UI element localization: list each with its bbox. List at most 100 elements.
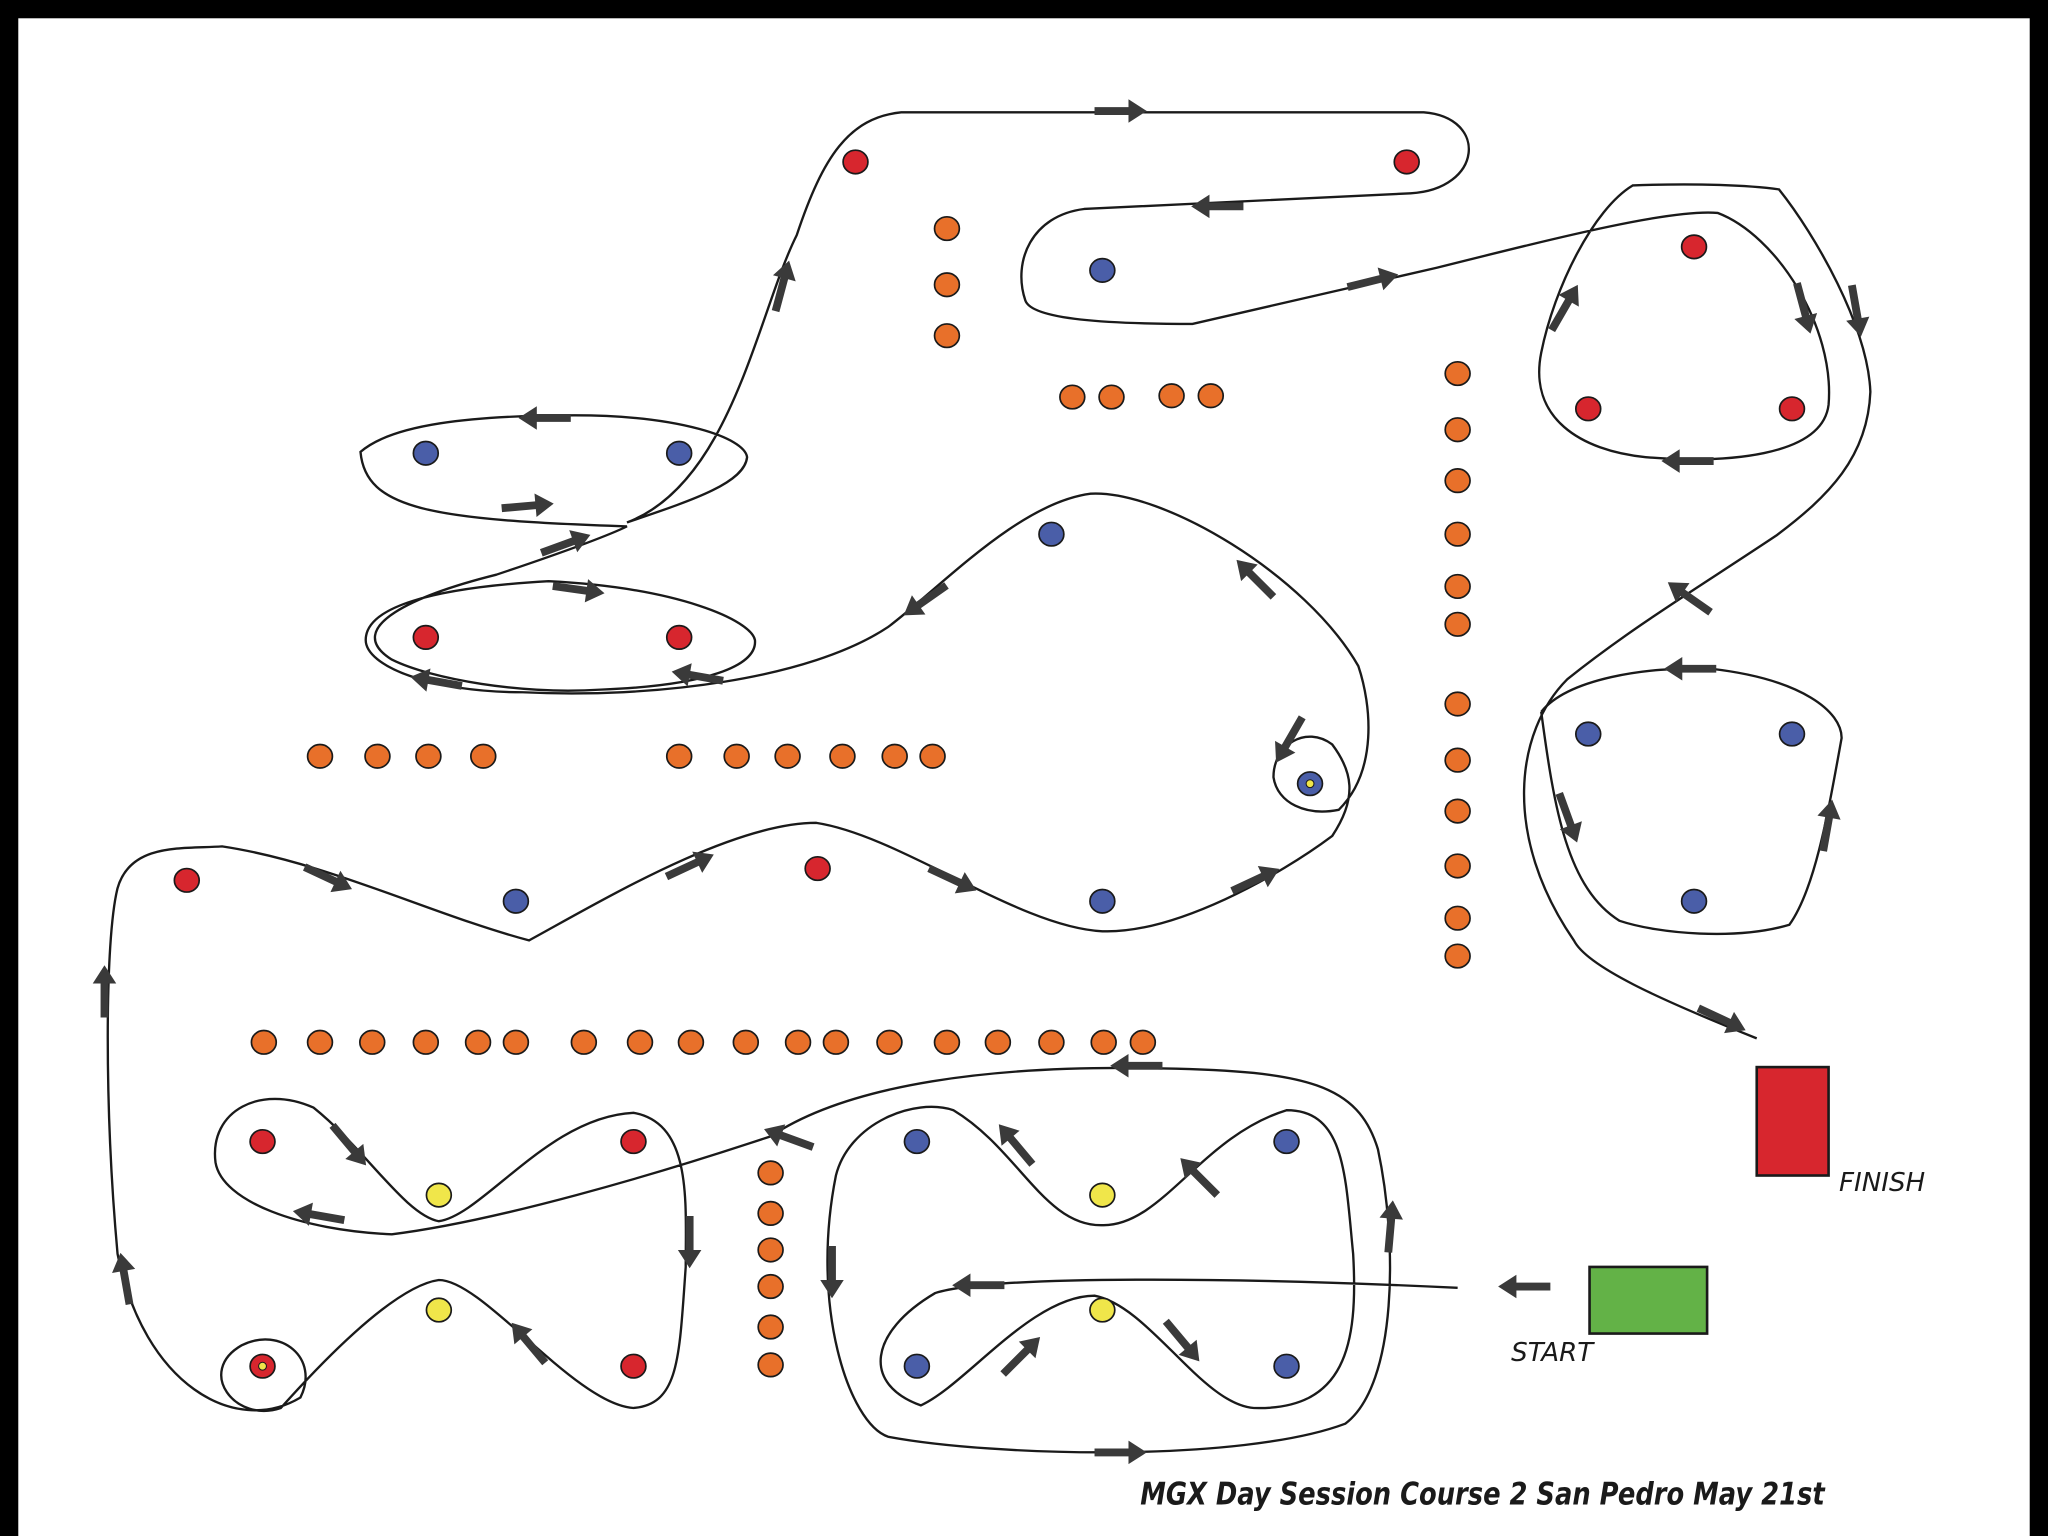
orange-cone	[757, 1314, 784, 1340]
red-cone	[173, 867, 201, 893]
orange-cone	[919, 743, 946, 769]
cones	[173, 149, 1806, 1379]
orange-cone	[415, 743, 442, 769]
orange-cone	[757, 1160, 784, 1186]
orange-cone	[1158, 383, 1185, 409]
orange-cone	[306, 743, 334, 769]
direction-arrow-icon	[518, 406, 571, 430]
blue-cone	[1038, 521, 1065, 547]
red-cone	[249, 1128, 276, 1155]
orange-cone	[470, 743, 497, 769]
blue-cone	[1089, 257, 1116, 283]
course-title: MGX Day Session Course 2 San Pedro May 2…	[1140, 1477, 1825, 1513]
blue-cone	[1778, 721, 1806, 747]
finish-box	[1755, 1065, 1830, 1177]
direction-arrow-icon	[998, 1124, 1036, 1167]
red-cone	[665, 624, 693, 650]
course-path-main	[106, 111, 1872, 1454]
map-canvas	[18, 18, 2030, 1536]
orange-cone	[881, 743, 908, 769]
orange-cone	[626, 1029, 654, 1055]
direction-arrow-icon	[410, 668, 463, 692]
direction-arrow-icon	[1110, 1054, 1163, 1078]
center-marker-icon	[1305, 779, 1315, 789]
blue-cone	[502, 888, 530, 914]
direction-arrow-icon	[1236, 559, 1277, 600]
orange-cone	[412, 1029, 440, 1055]
yellow-cone	[1089, 1297, 1116, 1323]
orange-cone	[757, 1273, 784, 1300]
orange-cone	[358, 1029, 386, 1055]
direction-arrow-icon	[771, 260, 796, 313]
red-cone	[1680, 234, 1708, 260]
orange-cone	[570, 1029, 598, 1055]
direction-arrow-icon	[1191, 194, 1244, 219]
orange-cone	[1444, 417, 1471, 443]
orange-cone	[1090, 1029, 1117, 1055]
orange-cone	[306, 1029, 334, 1055]
orange-cone	[1444, 468, 1471, 494]
direction-arrow-icon	[1379, 1200, 1403, 1253]
blue-cone	[1680, 888, 1708, 914]
direction-arrow-icon	[1817, 799, 1841, 852]
orange-cone	[822, 1029, 850, 1055]
orange-cone	[933, 215, 961, 242]
orange-cone	[757, 1237, 784, 1263]
direction-arrows	[92, 99, 1870, 1465]
orange-cone	[933, 323, 961, 349]
orange-cone	[1444, 360, 1471, 387]
orange-cone	[984, 1029, 1012, 1055]
orange-cone	[1444, 943, 1471, 969]
orange-cone	[1444, 691, 1471, 717]
direction-arrow-icon	[671, 663, 724, 687]
blue-cone	[1273, 1353, 1300, 1379]
red-cone	[620, 1353, 647, 1379]
direction-arrow-icon	[1664, 656, 1717, 681]
start-label: START	[1511, 1338, 1595, 1368]
orange-cone	[1444, 798, 1471, 824]
direction-arrow-icon	[511, 1322, 549, 1366]
direction-arrow-icon	[1230, 865, 1280, 895]
direction-arrow-icon	[1696, 1004, 1746, 1034]
orange-cone	[1098, 384, 1125, 410]
blue-cone	[903, 1353, 931, 1379]
orange-cone	[1038, 1029, 1065, 1055]
red-cone	[1574, 396, 1602, 422]
red-cone	[842, 149, 869, 175]
direction-arrow-icon	[952, 1273, 1005, 1297]
direction-arrow-icon	[1846, 284, 1870, 337]
orange-cone	[774, 743, 801, 769]
direction-arrow-icon	[1180, 1158, 1221, 1198]
blue-cone	[665, 440, 693, 466]
orange-cone	[757, 1352, 784, 1378]
direction-arrow-icon	[1162, 1318, 1200, 1362]
direction-arrow-icon	[1275, 715, 1306, 763]
red-cone	[1778, 396, 1806, 422]
direction-arrow-icon	[1667, 582, 1713, 616]
orange-cone	[364, 743, 391, 769]
direction-arrow-icon	[677, 1216, 702, 1269]
direction-arrow-icon	[1094, 1440, 1147, 1465]
orange-cone	[502, 1029, 530, 1055]
blue-cone	[903, 1128, 931, 1155]
center-marker-icon	[258, 1361, 267, 1371]
direction-arrow-icon	[927, 864, 977, 894]
orange-cone	[784, 1029, 812, 1055]
orange-cone	[1059, 384, 1086, 410]
direction-arrow-icon	[1793, 282, 1818, 334]
direction-arrow-icon	[552, 579, 605, 603]
yellow-cone	[425, 1297, 453, 1323]
direction-arrow-icon	[1346, 267, 1399, 291]
orange-cone	[1444, 853, 1471, 879]
blue-cone	[412, 440, 440, 466]
orange-cone	[1444, 573, 1471, 600]
direction-arrow-icon	[820, 1246, 844, 1299]
orange-cone	[464, 1029, 492, 1055]
direction-arrow-icon	[1094, 99, 1147, 123]
direction-arrow-icon	[302, 863, 353, 893]
orange-cone	[1444, 521, 1471, 547]
orange-cone	[732, 1029, 760, 1055]
finish-label: FINISH	[1839, 1168, 1925, 1198]
yellow-cone	[425, 1182, 453, 1208]
